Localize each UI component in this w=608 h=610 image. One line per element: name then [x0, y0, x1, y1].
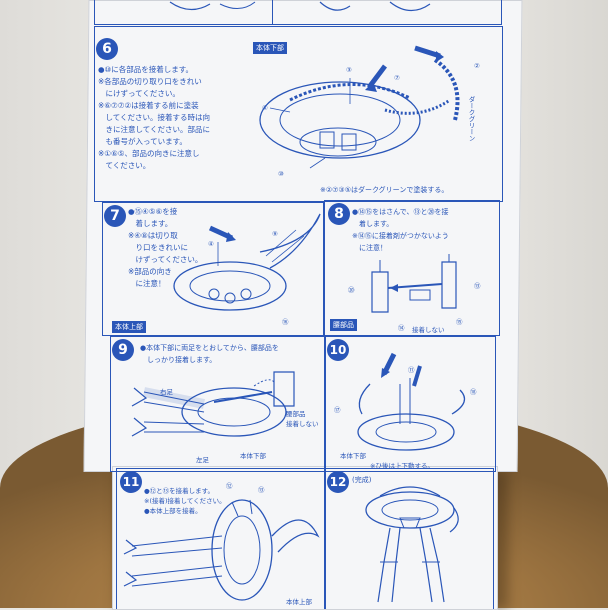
- step-10-callout: ⑪: [408, 366, 415, 374]
- step-10-callout: ※ひ後は上下動する。: [370, 462, 434, 470]
- panel-top-left: [94, 0, 273, 25]
- step-11-callout: ⑫: [226, 482, 233, 490]
- step-6-note-line: も番号が入っています。: [98, 137, 187, 146]
- step-9-note-line: ●本体下部に両足をとおしてから、腰部品を: [140, 344, 279, 352]
- step-8-callout: ⑳: [348, 286, 355, 294]
- step-6-callout: ⑩: [278, 170, 284, 178]
- manual-lower-sheet: [112, 466, 498, 610]
- step-6-label: 本体下部: [253, 42, 287, 54]
- step-11-panel: [116, 468, 326, 609]
- step-6-notes: ●⑩に各部品を接着します。 ※各部品の切り取り口をきれい にけずってください。 …: [98, 64, 210, 172]
- step-7-note-line: に注意！: [128, 279, 166, 288]
- step-6-body-lower-diagram: [250, 40, 500, 190]
- panel-top-right: [271, 0, 502, 25]
- step-10-callout: ⑱: [470, 388, 477, 396]
- step-8-waist-part-diagram: [350, 254, 490, 328]
- step-8-callout: ⑭: [398, 324, 405, 332]
- step-11-note-line: ※(接着)接着してください。: [144, 497, 226, 505]
- step-6-note-line: にけずってください。: [98, 89, 180, 98]
- step-10-number: 10: [327, 339, 349, 361]
- step-8-panel: [324, 200, 500, 336]
- step-6-note-line: してください。接着する時は向: [98, 113, 211, 122]
- step-7-label: 本体上部: [112, 321, 146, 333]
- step-6-callout: ⑥: [262, 104, 268, 112]
- step-8-number: 8: [328, 203, 350, 225]
- step-6-callout: ③: [346, 66, 352, 74]
- step-9-callout: 左足: [196, 456, 209, 464]
- step-11-callout: 本体上部: [286, 598, 312, 606]
- step-7-note-line: 着します。: [128, 219, 173, 228]
- step-7-note-line: り口をきれいに: [128, 243, 188, 252]
- step-7-body-upper-diagram: [170, 212, 320, 330]
- step-7-panel: [102, 202, 324, 336]
- step-12-panel: [324, 468, 494, 609]
- step-7-callout: ⑯: [282, 318, 289, 326]
- step-10-callout: ⑰: [334, 406, 341, 414]
- step-7-callout: ④: [208, 240, 214, 248]
- step-9-callout: 腰部品: [286, 410, 306, 418]
- step-6-number: 6: [96, 38, 118, 60]
- step-8-note-line: に注意！: [352, 244, 387, 252]
- step-7-number: 7: [104, 205, 126, 227]
- step-8-label: 腰部品: [330, 319, 357, 331]
- step-6-callout: ⑦: [394, 74, 400, 82]
- step-9-callout: 本体下部: [240, 452, 266, 460]
- step-7-note-line: けずってください。: [128, 255, 203, 264]
- step-8-callout: ⑬: [474, 282, 481, 290]
- step-6-note-line: ※①⑥⑤、部品の向きに注意し: [98, 149, 200, 158]
- step-6-note-line: ●⑩に各部品を接着します。: [98, 65, 194, 74]
- step-11-callout: ⑬: [258, 486, 265, 494]
- step-11-notes: ●⑫と⑬を接着します。 ※(接着)接着してください。 ●本体上部を接着。: [144, 486, 226, 516]
- step-11-note-line: ●本体上部を接着。: [144, 507, 202, 515]
- step-8-callout: 接着しない: [412, 326, 445, 334]
- step-11-final-assembly-diagram: [122, 496, 322, 606]
- top-row-fragment-art: [160, 0, 460, 20]
- step-11-note-line: ●⑫と⑬を接着します。: [144, 487, 215, 495]
- step-7-note-line: ※部品の向き: [128, 267, 172, 276]
- step-8-notes: ●⑭⑮をはさんで、⑬と⑳を接 着します。 ※⑭⑮に接着剤がつかないよう に注意！: [352, 206, 449, 254]
- step-12-number: 12: [327, 471, 349, 493]
- step-9-notes: ●本体下部に両足をとおしてから、腰部品を しっかり接着します。: [140, 342, 279, 366]
- step-6-callout: ②: [474, 62, 480, 70]
- step-12-completed-figure: [360, 482, 470, 608]
- step-6-panel: [94, 26, 503, 202]
- step-10-panel: [324, 336, 496, 472]
- step-6-callout: ダークグリーン: [467, 96, 475, 142]
- step-9-note-line: しっかり接着します。: [140, 356, 217, 364]
- step-6-note-line: きに注意してください。部品に: [98, 125, 211, 134]
- step-9-number: 9: [112, 339, 134, 361]
- step-8-note-line: ※⑭⑮に接着剤がつかないよう: [352, 232, 449, 240]
- step-8-callout: ⑮: [456, 318, 463, 326]
- step-10-arms-assembly-diagram: [340, 344, 490, 462]
- step-6-footnote: ※②⑦③⑤はダークグリーンで塗装する。: [320, 186, 449, 194]
- step-10-callout: 本体下部: [340, 452, 366, 460]
- step-7-callout: ⑨: [272, 230, 278, 238]
- step-11-number: 11: [120, 471, 142, 493]
- step-7-notes: ●⑮④⑤⑥を接 着します。 ※④⑧は切り取 り口をきれいに けずってください。 …: [128, 206, 202, 290]
- step-6-note-line: てください。: [98, 161, 151, 170]
- step-8-note-line: 着します。: [352, 220, 394, 228]
- step-7-note-line: ●⑮④⑤⑥を接: [128, 207, 178, 216]
- step-7-note-line: ※④⑧は切り取: [128, 231, 178, 240]
- step-6-note-line: ※各部品の切り取り口をきれい: [98, 77, 202, 86]
- step-8-note-line: ●⑭⑮をはさんで、⑬と⑳を接: [352, 208, 449, 216]
- step-6-note-line: ※⑥⑦⑦②は接着する前に塗装: [98, 101, 199, 110]
- step-9-callout: 接着しない: [286, 420, 319, 428]
- step-9-callout: 右足: [160, 388, 173, 396]
- step-12-title: (完成): [352, 476, 372, 484]
- step-9-legs-assembly-diagram: [124, 362, 320, 466]
- step-9-panel: [110, 336, 326, 472]
